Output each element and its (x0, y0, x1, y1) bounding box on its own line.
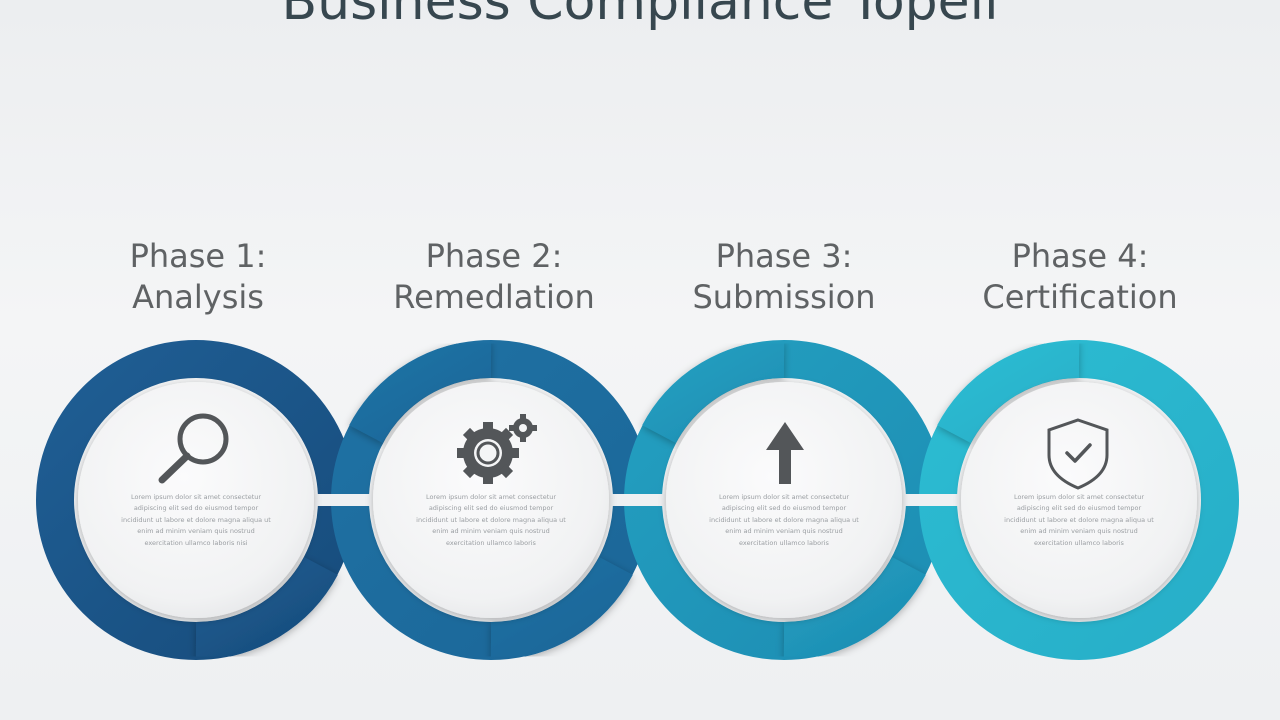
phase-2-description: Lorem ipsum dolor sit amet consectetur a… (416, 493, 566, 547)
phase-4-heading: Phase 4: Certification (930, 236, 1230, 318)
gears-icon (457, 414, 537, 484)
ring-4-overlap (937, 339, 1080, 444)
ring-1-overlap (195, 556, 338, 661)
phase-1-description: Lorem ipsum dolor sit amet consectetur a… (121, 493, 271, 547)
phase-3-heading: Phase 3: Submission (634, 236, 934, 318)
connector-gap-3 (904, 494, 958, 506)
phase-4-description: Lorem ipsum dolor sit amet consectetur a… (1004, 493, 1154, 547)
phase-3-description: Lorem ipsum dolor sit amet consectetur a… (709, 493, 859, 547)
phase-1-label: Analysis (132, 278, 264, 316)
phase-2-heading: Phase 2: Remedlation (344, 236, 644, 318)
phase-4-number: Phase 4: (1011, 237, 1149, 275)
phase-2-number: Phase 2: (425, 237, 563, 275)
phase-3-label: Submission (692, 278, 876, 316)
disc-3 (666, 382, 902, 618)
disc-2 (373, 382, 609, 618)
disc-4 (961, 382, 1197, 618)
ring-2-overlap-lower (490, 556, 633, 661)
phase-3-number: Phase 3: (715, 237, 853, 275)
ring-2-overlap (349, 339, 492, 444)
phase-1-heading: Phase 1: Analysis (48, 236, 348, 318)
phase-2-label: Remedlation (393, 278, 595, 316)
ring-3-overlap (642, 339, 785, 444)
phase-4-label: Certification (982, 278, 1178, 316)
ring-3-overlap-lower (783, 556, 926, 661)
page-title: Business Compliance Topell (281, 0, 999, 32)
disc-1 (78, 382, 314, 618)
shield-check-icon (1047, 418, 1109, 490)
connector-gap-1 (316, 494, 370, 506)
magnifier-icon (158, 413, 229, 484)
phase-1-number: Phase 1: (129, 237, 267, 275)
connector-gap-2 (611, 494, 665, 506)
arrow-up-icon (766, 422, 804, 484)
